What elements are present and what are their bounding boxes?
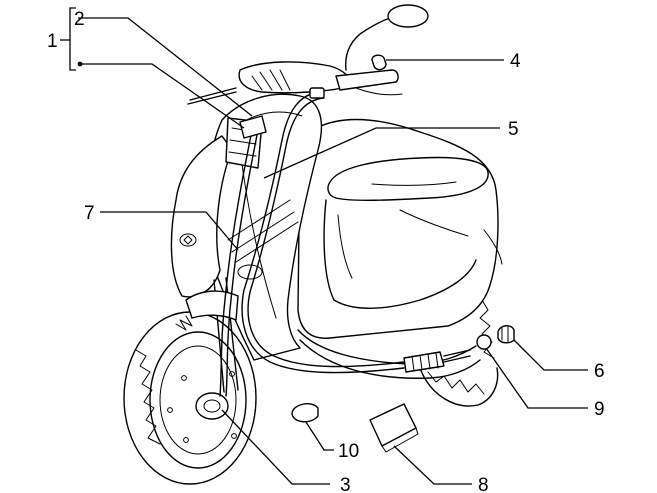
callout-labels: 1 2 3 4 5 6 7 8 9 10	[47, 9, 605, 493]
part-9-nut	[476, 334, 492, 350]
front-wheel	[123, 277, 257, 485]
callout-8: 8	[478, 475, 489, 493]
leader-lines	[60, 7, 588, 485]
part-6-bolt	[497, 325, 515, 344]
callout-2: 2	[74, 9, 85, 30]
callout-3: 3	[340, 475, 351, 493]
callout-1: 1	[47, 31, 58, 52]
scooter-illustration	[123, 4, 515, 485]
callout-5: 5	[508, 119, 519, 140]
bracket-1	[69, 7, 76, 71]
callout-9: 9	[594, 399, 605, 420]
callout-7: 7	[84, 203, 95, 224]
rear-wheel	[419, 299, 499, 407]
part-8-plate	[369, 403, 417, 447]
handlebar-assembly	[187, 4, 429, 169]
loose-parts	[291, 54, 515, 453]
callout-4: 4	[510, 51, 521, 72]
part-4-nut	[371, 54, 387, 71]
part-10-clip	[291, 403, 319, 423]
callout-6: 6	[594, 361, 605, 382]
brake-cables	[219, 87, 471, 397]
callout-10: 10	[338, 441, 359, 462]
